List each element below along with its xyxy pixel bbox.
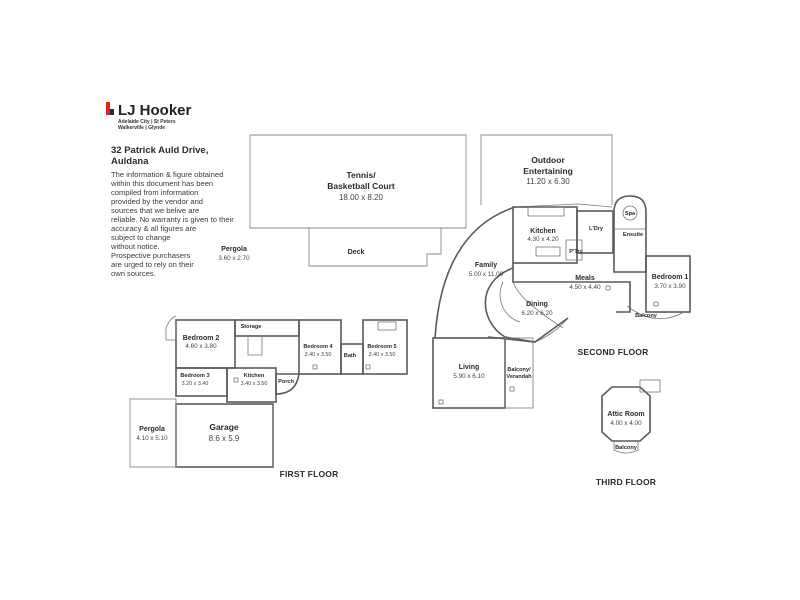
- room-spa: Spa: [625, 211, 636, 217]
- room-family-dims: 5.00 x 11.00: [469, 271, 504, 278]
- disclaimer-line: compiled from information: [111, 188, 198, 197]
- room-ensuite: Ensuite: [623, 232, 643, 238]
- tennis-name-line2: Basketball Court: [327, 181, 395, 191]
- room-bath: Bath: [344, 353, 357, 359]
- pergola-small-name: Pergola: [221, 246, 247, 253]
- floor-label-second: SECOND FLOOR: [578, 347, 649, 357]
- outdoor-entertaining-name-line2: Entertaining: [523, 166, 573, 176]
- room-meals: Meals: [575, 275, 595, 282]
- room-bedroom1-dims: 3.70 x 3.90: [654, 283, 686, 290]
- room-garage-dims: 8.6 x 5.9: [209, 434, 240, 443]
- room-bedroom1: Bedroom 1: [652, 274, 689, 281]
- room-kitchen-1f-dims: 3.40 x 3.50: [241, 381, 268, 387]
- disclaimer-line: subject to change: [111, 233, 171, 242]
- brand-office-line1: Adelaide City | St Peters: [118, 119, 176, 125]
- room-storage: Storage: [241, 324, 262, 330]
- room-porch: Porch: [278, 379, 294, 385]
- room-bedroom3-dims: 3.20 x 3.40: [182, 381, 209, 387]
- room-dining-dims: 6.20 x 6.20: [521, 310, 553, 317]
- room-bedroom5-dims: 3.40 x 3.50: [369, 352, 396, 358]
- room-pergola-1f-dims: 4.10 x 5.10: [136, 435, 168, 442]
- room-balcony-3f: Balcony: [615, 445, 638, 451]
- tennis-name-line1: Tennis/: [346, 170, 376, 180]
- room-dining: Dining: [526, 301, 548, 308]
- disclaimer-line: are urged to rely on their: [111, 260, 194, 269]
- third-floor-plan: [601, 379, 661, 454]
- room-pergola-1f: Pergola: [139, 426, 165, 433]
- pergola-small-dims: 3.60 x 2.70: [218, 255, 250, 262]
- outdoor-entertaining: Outdoor Entertaining 11.20 x 6.30: [480, 134, 613, 205]
- disclaimer-line: sources that we belive are: [111, 206, 199, 215]
- room-balcony-2f: Balcony: [635, 313, 658, 319]
- disclaimer-line: without notice.: [110, 242, 160, 251]
- room-pantry: P'Try: [569, 249, 583, 255]
- floor-label-first: FIRST FLOOR: [280, 469, 339, 479]
- brand-office-line2: Walkerville | Glynde: [118, 125, 165, 131]
- tennis-court: Tennis/ Basketball Court 18.00 x 8.20: [249, 134, 467, 229]
- brand-name: LJ Hooker: [118, 102, 192, 119]
- floor-label-third: THIRD FLOOR: [596, 477, 656, 487]
- disclaimer-line: Prospective purchasers: [111, 251, 191, 260]
- deck: Deck: [308, 228, 442, 267]
- address-line2: Auldana: [111, 156, 149, 167]
- tennis-dims: 18.00 x 8.20: [339, 193, 384, 202]
- room-balcony-verandah-line2: Verandah: [506, 374, 532, 380]
- disclaimer-line: reliable. No warranty is given to their: [111, 215, 234, 224]
- room-living-dims: 5.90 x 6.10: [453, 373, 485, 380]
- pergola-small: Pergola 3.60 x 2.70: [218, 246, 250, 262]
- logo-navy-bar: [110, 109, 114, 115]
- brand-logo: LJ Hooker Adelaide City | St Peters Walk…: [106, 102, 192, 131]
- room-attic: Attic Room: [607, 411, 644, 418]
- deck-name: Deck: [348, 249, 365, 256]
- room-bedroom3: Bedroom 3: [180, 373, 209, 379]
- room-bedroom4: Bedroom 4: [303, 344, 333, 350]
- room-bedroom2-dims: 4.60 x 3.80: [185, 343, 217, 350]
- room-bedroom2: Bedroom 2: [183, 335, 220, 342]
- room-garage: Garage: [209, 422, 239, 432]
- room-bedroom5: Bedroom 5: [367, 344, 396, 350]
- room-family: Family: [475, 262, 497, 269]
- disclaimer-line: provided by the vendor and: [111, 197, 203, 206]
- room-kitchen-1f: Kitchen: [244, 373, 265, 379]
- room-attic-dims: 4.00 x 4.00: [610, 420, 642, 427]
- disclaimer-line: accuracy & all figures are: [111, 224, 196, 233]
- room-living: Living: [459, 364, 480, 371]
- room-kitchen-2f-dims: 4.30 x 4.20: [527, 236, 559, 243]
- disclaimer: The information & figure obtained within…: [110, 170, 234, 278]
- room-meals-dims: 4.50 x 4.40: [569, 284, 601, 291]
- room-balcony-verandah-line1: Balcony/: [507, 367, 531, 373]
- room-bedroom4-dims: 3.40 x 3.50: [305, 352, 332, 358]
- first-floor-plan: [129, 315, 408, 468]
- disclaimer-line: within this document has been: [110, 179, 213, 188]
- outdoor-entertaining-name-line1: Outdoor: [531, 155, 565, 165]
- disclaimer-line: own sources.: [111, 269, 156, 278]
- address-line1: 32 Patrick Auld Drive,: [111, 145, 208, 156]
- disclaimer-line: The information & figure obtained: [111, 170, 223, 179]
- room-kitchen-2f: Kitchen: [530, 228, 556, 235]
- logo-red-bar: [106, 102, 110, 115]
- second-floor-plan: [432, 195, 691, 409]
- outdoor-entertaining-dims: 11.20 x 6.30: [526, 177, 570, 186]
- room-laundry: L'Dry: [589, 226, 604, 232]
